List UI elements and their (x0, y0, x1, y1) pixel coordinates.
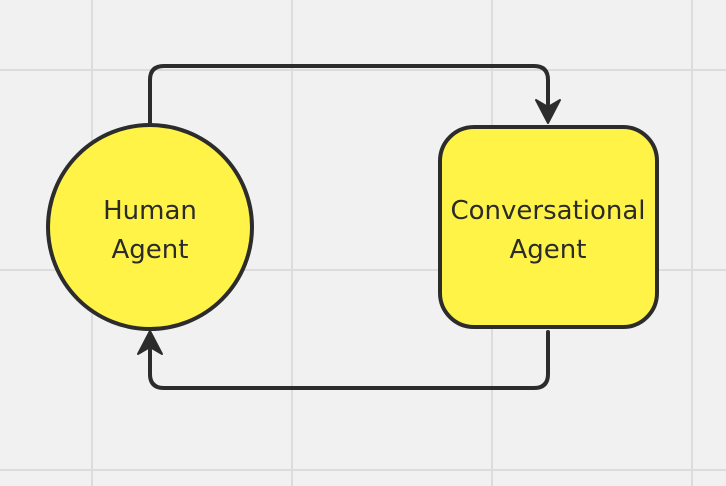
connector-line (148, 330, 550, 390)
edge-human-to-conversational[interactable] (148, 64, 561, 126)
arrowhead-down-icon (535, 99, 561, 124)
node-rect-shape (438, 125, 659, 329)
node-label-line-1: Human (103, 196, 197, 226)
node-label-line-2: Agent (510, 235, 587, 265)
node-label-line-1: Conversational (450, 196, 645, 226)
node-label-line-2: Agent (112, 235, 189, 265)
node-conversational-agent[interactable]: Conversational Agent (438, 125, 659, 329)
node-human-agent[interactable]: Human Agent (46, 123, 254, 331)
connector-line (148, 64, 550, 126)
edge-conversational-to-human[interactable] (137, 330, 550, 390)
node-circle-shape (46, 123, 254, 331)
arrowhead-up-icon (137, 330, 163, 355)
